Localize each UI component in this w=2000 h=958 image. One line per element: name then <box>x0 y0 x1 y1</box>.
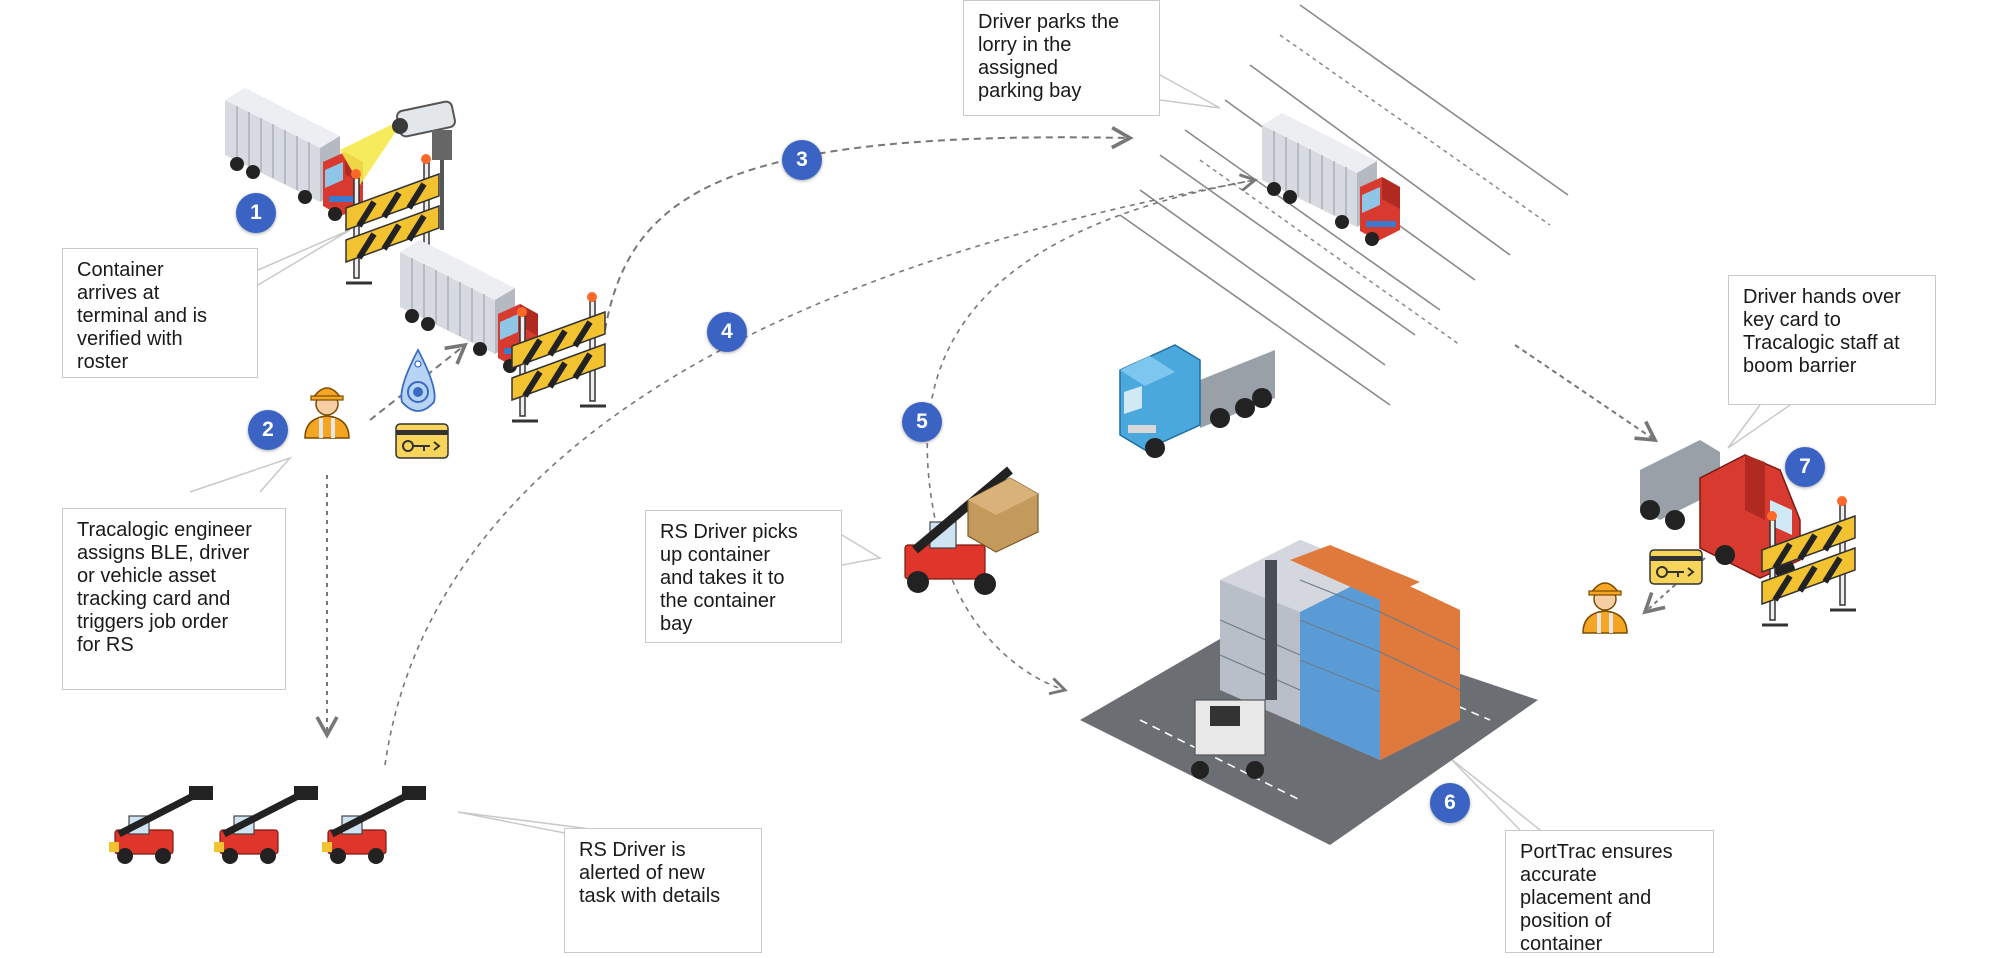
key-card-icon <box>395 423 449 459</box>
step-7-callout: Driver hands over key card to Tracalogic… <box>1728 275 1936 405</box>
engineer-icon <box>1582 582 1628 634</box>
reach-stacker-icon <box>214 786 318 864</box>
step-6-callout: PortTrac ensures accurate placement and … <box>1505 830 1714 955</box>
key-card-icon <box>1649 549 1703 585</box>
step-badge-5: 5 <box>902 402 942 442</box>
step-5-callout: RS Driver picks up container and takes i… <box>645 510 842 643</box>
container-yard-icon <box>1080 540 1538 845</box>
step-3-callout: Driver parks the lorry in the assigned p… <box>963 0 1160 116</box>
step-2-callout: Tracalogic engineer assigns BLE, driver … <box>62 508 286 690</box>
step-badge-6: 6 <box>1430 783 1470 823</box>
ble-tag-icon <box>400 348 436 412</box>
step-badge-2: 2 <box>248 410 288 450</box>
engineer-icon <box>304 387 350 439</box>
step-badge-4: 4 <box>707 312 747 352</box>
step-badge-7: 7 <box>1785 447 1825 487</box>
reach-stacker-icon <box>904 466 1039 595</box>
reach-stacker-icon <box>109 786 213 864</box>
boom-barrier-icon <box>1762 496 1856 625</box>
lorry-icon <box>1261 112 1401 247</box>
step-badge-1: 1 <box>236 193 276 233</box>
step-1-callout: Container arrives at terminal and is ver… <box>62 248 258 378</box>
reach-stacker-icon <box>322 786 426 864</box>
boom-barrier-icon <box>512 292 606 421</box>
cctv-camera-icon <box>340 100 456 230</box>
flow-arrows <box>315 126 1706 766</box>
step-4-callout: RS Driver is alerted of new task with de… <box>564 828 762 953</box>
step-badge-3: 3 <box>782 140 822 180</box>
tractor-truck-icon <box>1119 344 1275 458</box>
